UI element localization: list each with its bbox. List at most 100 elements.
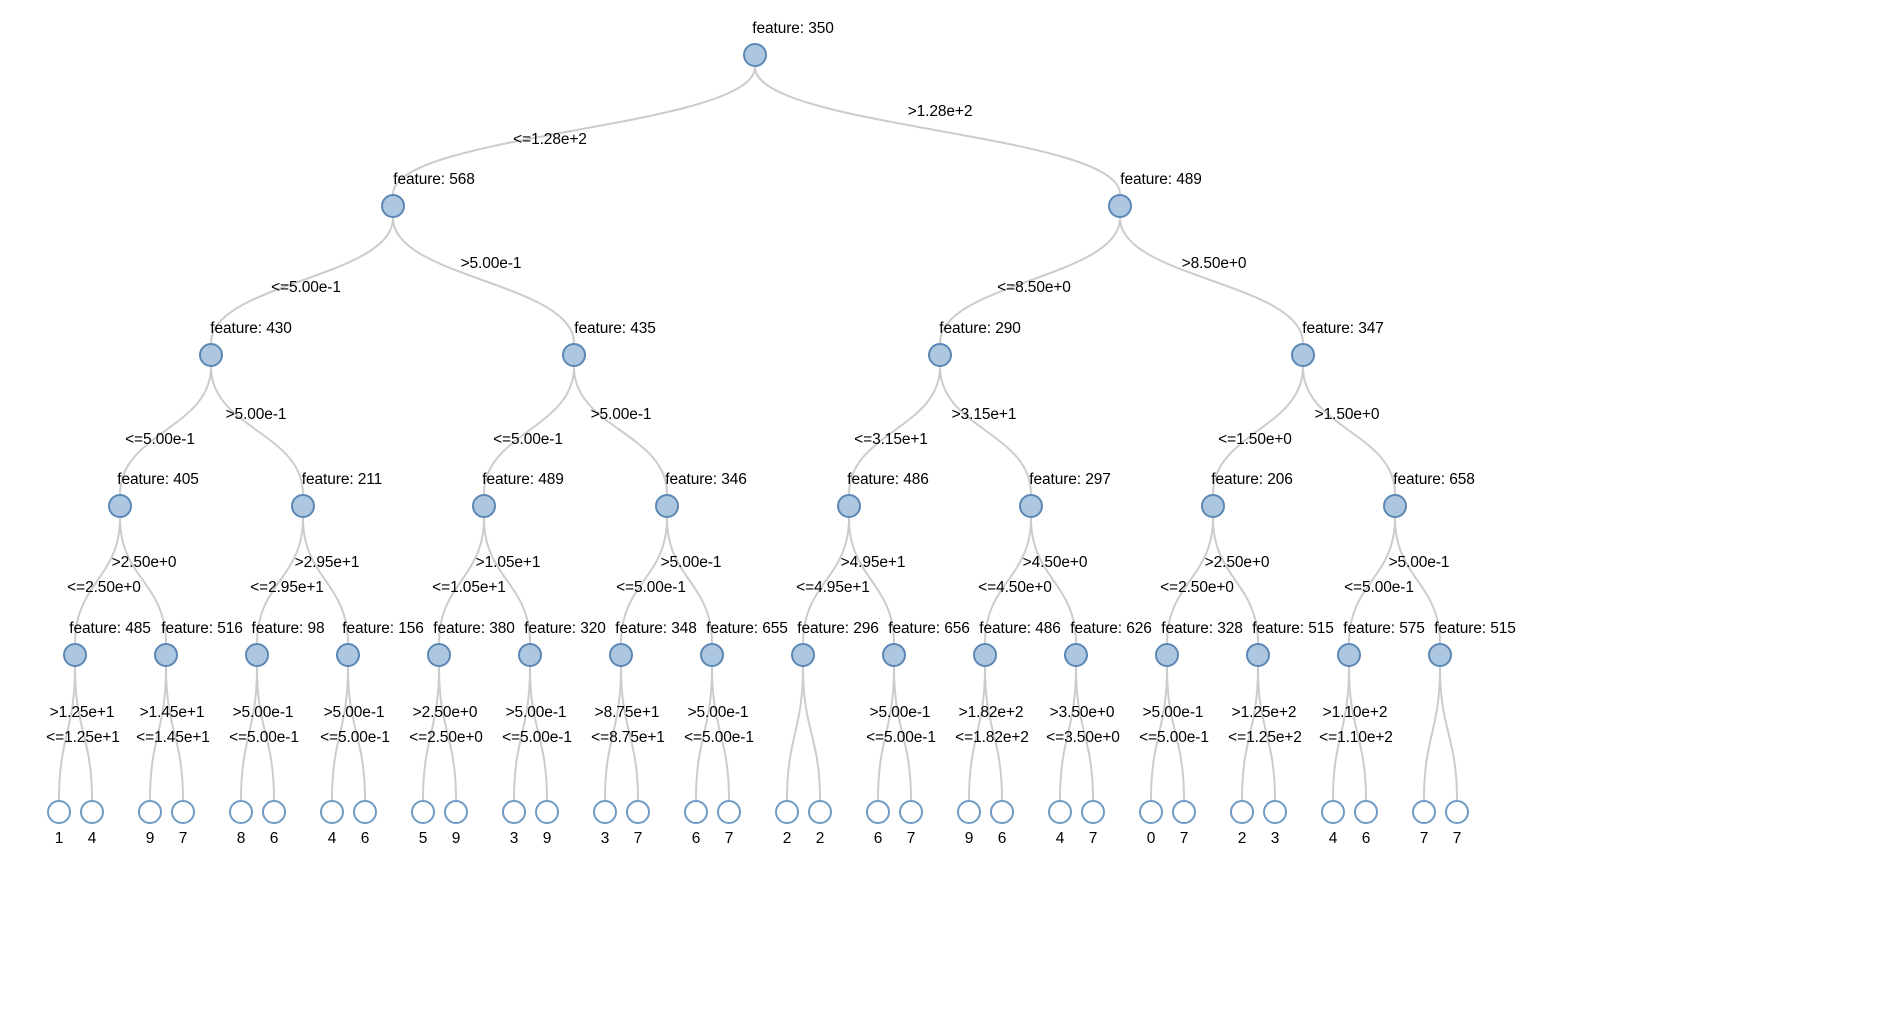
tree-node-label: feature: 297 — [1029, 471, 1111, 488]
tree-leaf-value: 9 — [145, 830, 155, 847]
tree-node-leaf[interactable] — [1172, 800, 1196, 824]
tree-node-internal[interactable] — [655, 494, 679, 518]
tree-node-label: feature: 290 — [939, 320, 1021, 337]
tree-node-internal[interactable] — [837, 494, 861, 518]
tree-node-internal[interactable] — [245, 643, 269, 667]
edge-label: >1.50e+0 — [1314, 406, 1380, 423]
tree-node-leaf[interactable] — [1230, 800, 1254, 824]
tree-node-internal[interactable] — [427, 643, 451, 667]
tree-node-internal[interactable] — [882, 643, 906, 667]
edge-label: <=4.95e+1 — [796, 579, 870, 596]
tree-node-internal[interactable] — [700, 643, 724, 667]
tree-node-label: feature: 435 — [574, 320, 656, 337]
tree-node-leaf[interactable] — [1081, 800, 1105, 824]
edge-label: >5.00e-1 — [505, 704, 567, 721]
edge-label: >2.95e+1 — [294, 554, 360, 571]
tree-node-leaf[interactable] — [1321, 800, 1345, 824]
tree-node-internal[interactable] — [928, 343, 952, 367]
tree-node-internal[interactable] — [609, 643, 633, 667]
edge-label: >5.00e-1 — [1142, 704, 1204, 721]
tree-node-internal[interactable] — [1291, 343, 1315, 367]
tree-node-leaf[interactable] — [138, 800, 162, 824]
tree-leaf-value: 7 — [724, 830, 734, 847]
tree-leaf-value: 2 — [815, 830, 825, 847]
tree-node-internal[interactable] — [1108, 194, 1132, 218]
tree-node-internal[interactable] — [472, 494, 496, 518]
tree-node-label: feature: 656 — [888, 620, 970, 637]
tree-leaf-value: 1 — [54, 830, 64, 847]
edge-label: <=5.00e-1 — [125, 431, 195, 448]
edge-label: <=4.50e+0 — [978, 579, 1052, 596]
tree-node-leaf[interactable] — [717, 800, 741, 824]
tree-node-internal[interactable] — [1428, 643, 1452, 667]
tree-node-internal[interactable] — [743, 43, 767, 67]
tree-node-internal[interactable] — [791, 643, 815, 667]
tree-node-leaf[interactable] — [626, 800, 650, 824]
tree-node-internal[interactable] — [1246, 643, 1270, 667]
tree-node-label: feature: 328 — [1161, 620, 1243, 637]
tree-node-label: feature: 346 — [665, 471, 747, 488]
tree-node-leaf[interactable] — [47, 800, 71, 824]
edge-label: <=3.15e+1 — [854, 431, 928, 448]
tree-node-internal[interactable] — [381, 194, 405, 218]
tree-node-internal[interactable] — [63, 643, 87, 667]
tree-node-label: feature: 350 — [752, 20, 834, 37]
tree-node-internal[interactable] — [108, 494, 132, 518]
edge-label: <=2.50e+0 — [67, 579, 141, 596]
tree-node-internal[interactable] — [1155, 643, 1179, 667]
edge-label: <=3.50e+0 — [1046, 729, 1120, 746]
edge-label: <=5.00e-1 — [1344, 579, 1414, 596]
edge-label: <=1.10e+2 — [1319, 729, 1393, 746]
tree-leaf-value: 4 — [1055, 830, 1065, 847]
tree-node-leaf[interactable] — [899, 800, 923, 824]
tree-node-leaf[interactable] — [411, 800, 435, 824]
tree-node-internal[interactable] — [1383, 494, 1407, 518]
tree-node-leaf[interactable] — [353, 800, 377, 824]
tree-node-leaf[interactable] — [320, 800, 344, 824]
tree-node-leaf[interactable] — [957, 800, 981, 824]
tree-leaf-value: 3 — [1270, 830, 1280, 847]
tree-node-label: feature: 206 — [1211, 471, 1293, 488]
tree-leaf-value: 2 — [1237, 830, 1247, 847]
tree-node-leaf[interactable] — [990, 800, 1014, 824]
tree-node-internal[interactable] — [1064, 643, 1088, 667]
edge-label: <=5.00e-1 — [320, 729, 390, 746]
tree-node-internal[interactable] — [1337, 643, 1361, 667]
tree-node-leaf[interactable] — [684, 800, 708, 824]
tree-node-leaf[interactable] — [1048, 800, 1072, 824]
edge-label: >3.50e+0 — [1049, 704, 1115, 721]
tree-node-leaf[interactable] — [1354, 800, 1378, 824]
tree-node-leaf[interactable] — [1139, 800, 1163, 824]
tree-node-label: feature: 489 — [482, 471, 564, 488]
tree-node-internal[interactable] — [562, 343, 586, 367]
tree-node-internal[interactable] — [1019, 494, 1043, 518]
tree-node-label: feature: 348 — [615, 620, 697, 637]
tree-node-leaf[interactable] — [444, 800, 468, 824]
tree-node-internal[interactable] — [154, 643, 178, 667]
edge-label: >5.00e-1 — [460, 255, 522, 272]
tree-node-leaf[interactable] — [593, 800, 617, 824]
tree-node-leaf[interactable] — [1263, 800, 1287, 824]
tree-node-leaf[interactable] — [866, 800, 890, 824]
tree-node-internal[interactable] — [1201, 494, 1225, 518]
tree-node-leaf[interactable] — [502, 800, 526, 824]
tree-node-leaf[interactable] — [1445, 800, 1469, 824]
tree-node-internal[interactable] — [973, 643, 997, 667]
tree-node-internal[interactable] — [336, 643, 360, 667]
tree-node-internal[interactable] — [518, 643, 542, 667]
tree-node-leaf[interactable] — [229, 800, 253, 824]
tree-leaf-value: 4 — [1328, 830, 1338, 847]
tree-node-leaf[interactable] — [775, 800, 799, 824]
edge-label: <=1.25e+2 — [1228, 729, 1302, 746]
tree-node-internal[interactable] — [291, 494, 315, 518]
tree-node-leaf[interactable] — [80, 800, 104, 824]
tree-node-leaf[interactable] — [262, 800, 286, 824]
tree-node-leaf[interactable] — [171, 800, 195, 824]
tree-node-internal[interactable] — [199, 343, 223, 367]
tree-edge — [1423, 666, 1441, 801]
tree-node-leaf[interactable] — [808, 800, 832, 824]
tree-node-leaf[interactable] — [1412, 800, 1436, 824]
edge-label: <=1.25e+1 — [46, 729, 120, 746]
tree-node-leaf[interactable] — [535, 800, 559, 824]
